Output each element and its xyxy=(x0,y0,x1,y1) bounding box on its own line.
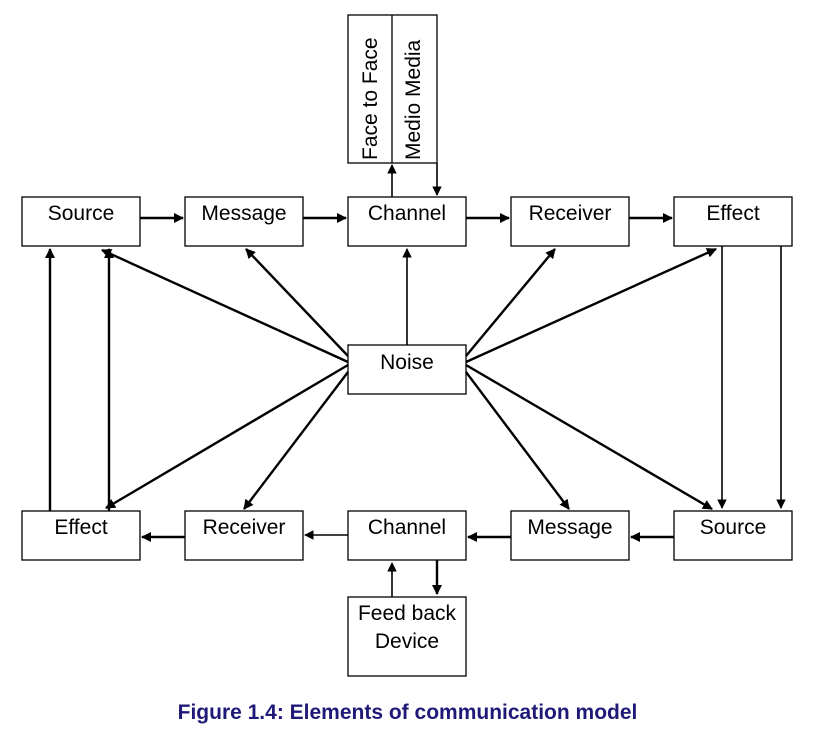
receiver-bottom-node: Receiver xyxy=(184,510,304,561)
arrow-noise-to-receiver-bottom xyxy=(243,371,349,510)
source-bottom-node: Source xyxy=(673,510,793,561)
feedback-label-line2: Device xyxy=(375,630,439,653)
channel-bottom-label: Channel xyxy=(368,516,446,539)
feedback-device-node: Feed back Device xyxy=(347,596,467,677)
arrow-noise-to-receiver-top xyxy=(465,248,556,357)
channel-top-node: Channel xyxy=(347,196,467,247)
effect-top-label: Effect xyxy=(706,202,759,225)
arrow-noise-to-source-top xyxy=(101,248,349,364)
source-top-node: Source xyxy=(21,196,141,247)
source-bottom-label: Source xyxy=(700,516,767,539)
arrow-noise-to-source-bottom xyxy=(465,363,713,511)
arrow-noise-to-effect-bottom xyxy=(105,363,349,510)
receiver-bottom-label: Receiver xyxy=(203,516,286,539)
effect-bottom-label: Effect xyxy=(54,516,107,539)
channel-top-label: Channel xyxy=(368,202,446,225)
channel-types-node: Face to Face Medio Media xyxy=(347,14,438,164)
arrow-noise-to-message-top xyxy=(245,248,349,357)
source-top-label: Source xyxy=(48,202,115,225)
effect-top-node: Effect xyxy=(673,196,793,247)
arrow-noise-to-effect-top xyxy=(465,247,717,364)
effect-bottom-node: Effect xyxy=(21,510,141,561)
channel-bottom-node: Channel xyxy=(347,510,467,561)
feedback-label-line1: Feed back xyxy=(358,602,457,625)
message-bottom-node: Message xyxy=(510,510,630,561)
message-top-label: Message xyxy=(201,202,286,225)
noise-node: Noise xyxy=(347,344,467,395)
face-to-face-label: Face to Face xyxy=(359,37,382,160)
figure-caption: Figure 1.4: Elements of communication mo… xyxy=(177,701,638,724)
noise-label: Noise xyxy=(380,351,434,374)
message-bottom-label: Message xyxy=(527,516,612,539)
medio-media-label: Medio Media xyxy=(402,39,425,160)
arrow-noise-to-message-bottom xyxy=(465,371,570,510)
receiver-top-label: Receiver xyxy=(529,202,612,225)
message-top-node: Message xyxy=(184,196,304,247)
receiver-top-node: Receiver xyxy=(510,196,630,247)
